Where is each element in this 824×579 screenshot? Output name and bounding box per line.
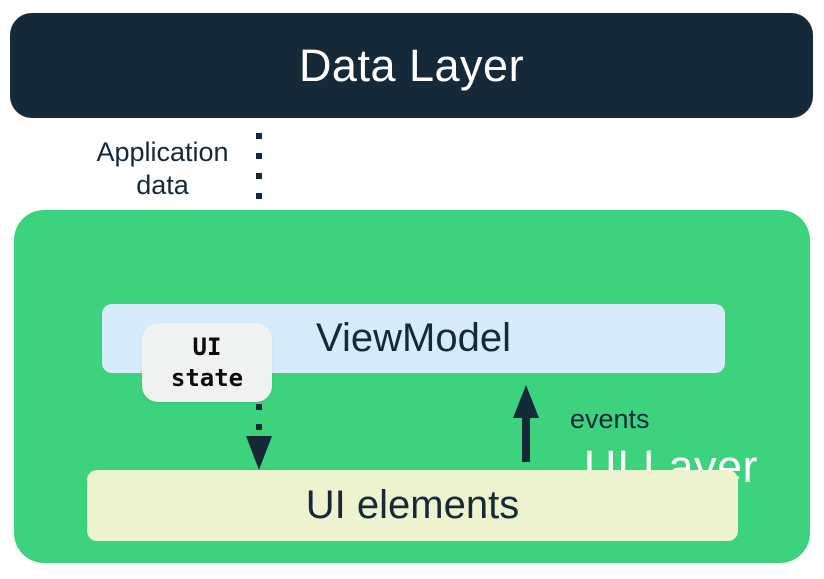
application-data-line1: Application [96,137,229,167]
events-arrowhead-icon [513,385,539,418]
application-data-label: Application data [85,136,240,202]
data-layer-label: Data Layer [298,39,525,91]
ui-state-badge-line1: UI [192,332,222,361]
data-layer-box: Data Layer [10,13,813,118]
events-label: events [570,404,650,434]
application-data-dotted-line [256,133,262,263]
ui-state-arrowhead-icon [246,436,272,470]
ui-state-badge-line2: state [170,363,244,392]
ui-layer-box: UI Layer ViewModel UI state UI elements [14,210,810,563]
ui-elements-box: UI elements [87,470,738,541]
viewmodel-label: ViewModel [316,316,511,360]
ui-state-badge: UI state [142,323,272,402]
application-data-line2: data [136,170,189,200]
events-arrow-shaft [522,415,530,462]
ui-elements-label: UI elements [305,483,520,527]
ui-state-dotted-line [256,404,262,436]
